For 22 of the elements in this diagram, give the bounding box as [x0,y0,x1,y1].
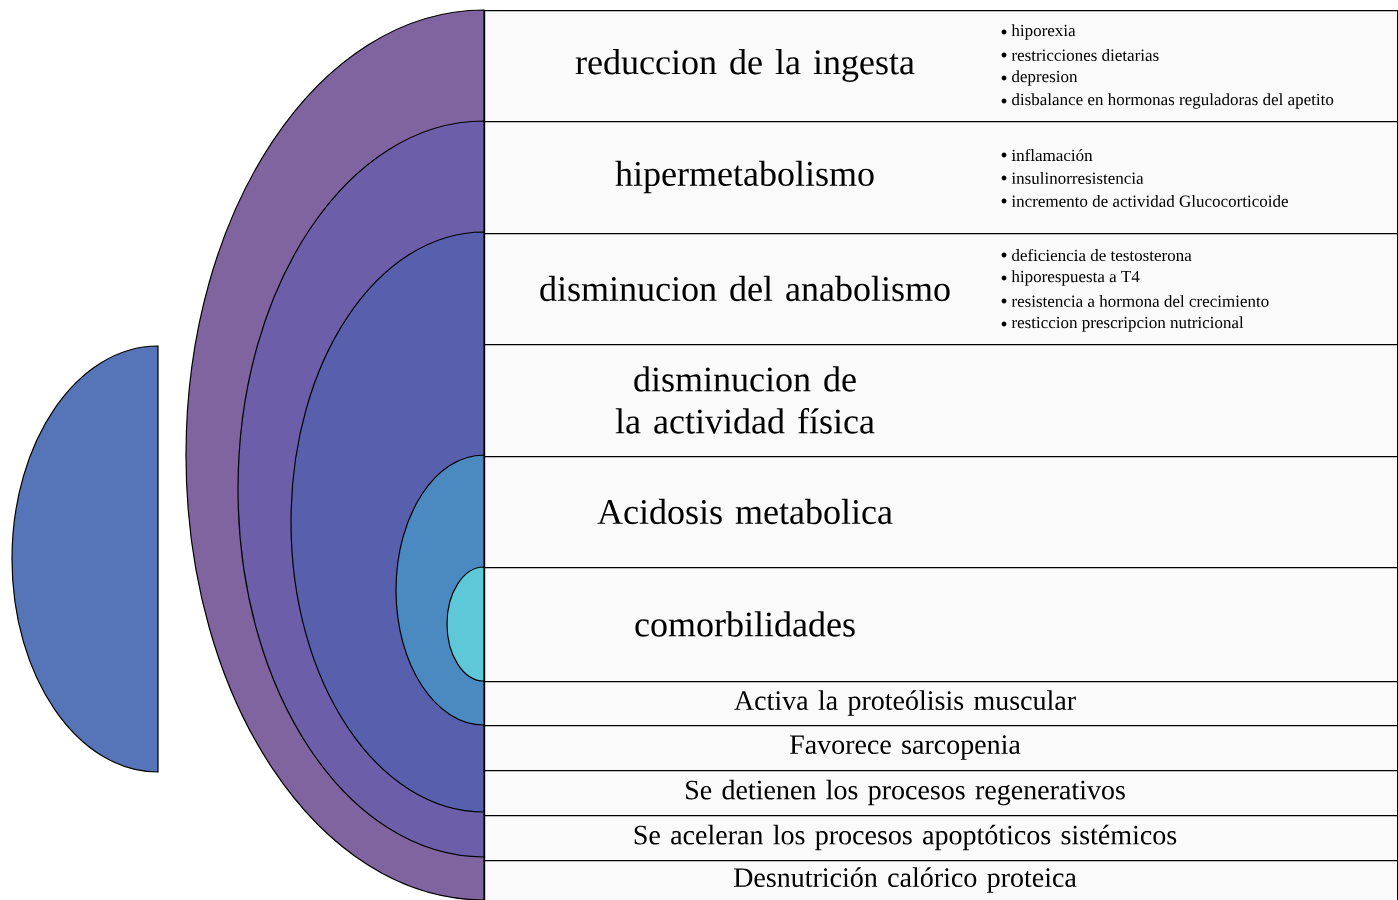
bullet-item: incremento de actividad Glucocorticoide [1001,195,1288,207]
node-label: Acidosis metabolica [597,498,893,525]
bullet-item: insulinorresistencia [1001,172,1144,184]
row-box: Acidosis metabolica [484,456,1398,569]
semicircle-shape [11,345,159,773]
bullet-item: hiporexia [1001,24,1076,40]
node-label: Se aceleran los procesos apoptóticos sistémicos [634,824,1177,851]
row-box: Favorece sarcopenia [484,725,1398,772]
node-label: Favorece sarcopenia [789,735,1021,760]
row-box: Desnutrición calórico proteica [484,860,1398,900]
bullet-item: inflamación [1001,148,1093,162]
bullet-item: restricciones dietarias [1001,49,1159,61]
row-box: Se detienen los procesos regenerativos [484,770,1398,817]
bullet-item: disbalance en hormonas reguladoras del apetito [1001,93,1334,109]
bullet-item: hiporespuesta a T4 [1001,270,1140,286]
row-box: Activa la proteólisis muscular [484,681,1398,727]
row-box: Se aceleran los procesos apoptóticos sistémicos [484,815,1398,862]
bullet-item: deficiencia de testosterona [1001,248,1192,262]
bullet-item: resticcion prescripcion nutricional [1001,316,1244,332]
row-box: disminucion de la actividad física [484,344,1398,458]
bullet-item: resistencia a hormona del crecimiento [1001,295,1269,307]
bullet-item: depresion [1001,70,1078,86]
